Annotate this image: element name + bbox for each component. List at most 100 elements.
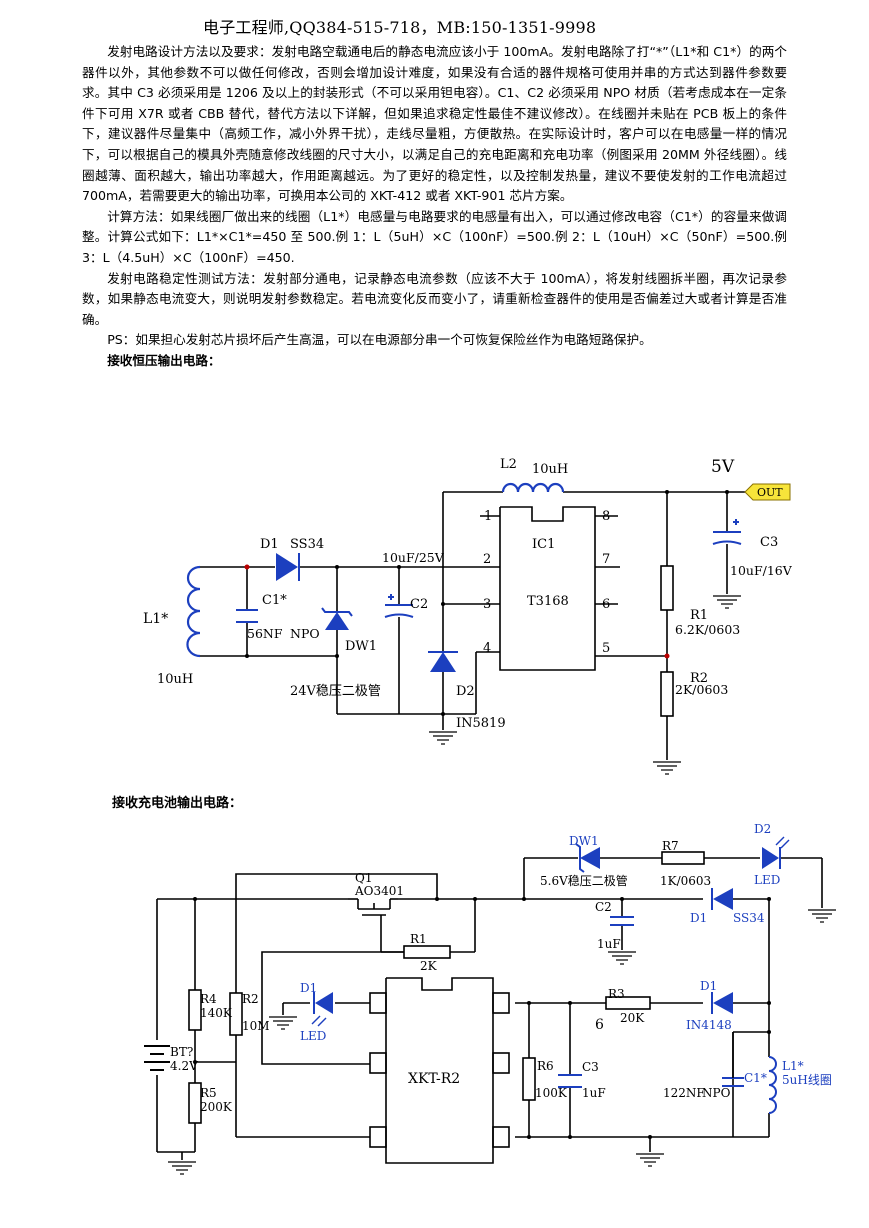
ground-symbol — [652, 761, 682, 775]
junction-dot — [767, 1030, 771, 1034]
resistor-r1 — [660, 565, 674, 611]
label-zener-note: 5.6V稳压二极管 — [540, 873, 628, 888]
label-ic1: IC1 — [532, 537, 555, 552]
resistor-r3 — [605, 996, 651, 1010]
junction-dot — [665, 490, 669, 494]
label-c2: C2 — [595, 900, 612, 914]
junction-dot — [522, 897, 526, 901]
label-r5-value: 200K — [200, 1100, 233, 1114]
junction-dot — [527, 1135, 531, 1139]
battery-bt — [144, 1045, 170, 1071]
label-r2: R2 — [690, 671, 708, 686]
label-pin8: 8 — [602, 509, 610, 524]
label-pin3: 3 — [483, 597, 491, 612]
label-5v: 5V — [711, 457, 735, 477]
label-cap-rating: 10uF/25V — [382, 550, 445, 565]
label-r2-value: 10M — [242, 1019, 270, 1033]
label-q1-part: AO3401 — [354, 884, 404, 898]
resistor-r1-charger — [403, 945, 451, 959]
resistor-r6 — [522, 1057, 536, 1101]
paragraph-ps-note: PS：如果担心发射芯片损坏后产生高温，可以在电源部分串一个可恢复保险丝作为电路短… — [107, 332, 652, 348]
label-dw1: DW1 — [569, 834, 599, 848]
label-pin4: 4 — [483, 641, 491, 656]
label-npo: NPO — [702, 1086, 731, 1100]
junction-dot — [245, 654, 249, 658]
junction-dot — [244, 564, 250, 570]
label-d1-in4148-part: IN4148 — [686, 1018, 732, 1032]
label-r1-value: 6.2K/0603 — [675, 622, 740, 637]
label-r6: R6 — [537, 1059, 554, 1073]
label-dw1: DW1 — [345, 639, 377, 654]
label-pin7: 7 — [602, 552, 610, 567]
paragraph-design-requirements: 发射电路设计方法以及要求：发射电路空载通电后的静态电流应该小于 100mA。发射… — [82, 44, 787, 204]
resistor-r2-charger — [229, 992, 243, 1036]
label-led-d2: LED — [754, 873, 780, 887]
label-r1-value: 2K — [420, 959, 438, 973]
label-r7: R7 — [662, 839, 679, 853]
circuit1-labels: L2 10uH 5V OUT D1 SS34 10uF/25V IC1 T316… — [143, 457, 793, 731]
label-r7-value: 1K/0603 — [660, 874, 711, 888]
label-zener-note: 24V稳压二极管 — [290, 683, 381, 699]
capacitor-c2-charger — [610, 916, 634, 926]
junction-dot — [527, 1001, 531, 1005]
diode-d1 — [276, 553, 300, 581]
label-d1-led: D1 — [300, 981, 317, 995]
circuit2-wires — [156, 857, 823, 1160]
label-ic1-part: T3168 — [527, 594, 569, 609]
body-text: 发射电路设计方法以及要求：发射电路空载通电后的静态电流应该小于 100mA。发射… — [82, 42, 787, 372]
label-d1-ss34: D1 — [690, 911, 707, 925]
circuit2-labels: DW1 5.6V稳压二极管 R7 1K/0603 D2 LED Q1 AO340… — [170, 822, 832, 1114]
paragraph-calculation: 计算方法：如果线圈厂做出来的线圈（L1*）电感量与电路要求的电感量有出入，可以通… — [82, 208, 787, 265]
ground-symbol — [268, 1016, 298, 1030]
label-pin5: 5 — [602, 641, 610, 656]
label-d2-part: IN5819 — [456, 716, 506, 731]
capacitor-c1 — [236, 609, 258, 623]
label-r3-value: 20K — [620, 1011, 645, 1025]
resistor-r5 — [188, 1082, 202, 1124]
label-pin6: 6 — [602, 597, 610, 612]
label-r2: R2 — [242, 992, 259, 1006]
label-r4: R4 — [200, 992, 217, 1006]
resistor-r2 — [660, 671, 674, 717]
label-r5: R5 — [200, 1086, 217, 1100]
junction-dot — [620, 897, 624, 901]
label-d2: D2 — [754, 822, 771, 836]
label-c1: C1* — [262, 593, 287, 608]
junction-dot — [568, 1001, 572, 1005]
junction-dot — [193, 897, 197, 901]
section2-title: 接收充电池输出电路： — [112, 796, 243, 811]
label-six: 6 — [595, 1017, 604, 1033]
label-l1: L1* — [782, 1059, 804, 1073]
inductor-l1-charger — [768, 1056, 777, 1114]
label-c2-value: 1uF — [597, 937, 621, 951]
label-c3: C3 — [582, 1060, 599, 1074]
resistor-r7 — [661, 851, 705, 865]
circuit1-wires — [200, 491, 745, 760]
label-bt-value: 4.2V — [170, 1059, 198, 1073]
label-ic: XKT-R2 — [408, 1071, 460, 1087]
junction-dot — [397, 565, 401, 569]
label-r3: R3 — [608, 987, 625, 1001]
label-r4-value: 140K — [200, 1006, 233, 1020]
junction-dot — [648, 1135, 652, 1139]
junction-dot — [441, 712, 445, 716]
section1-title: 接收恒压输出电路： — [107, 352, 221, 368]
mosfet-q1 — [348, 898, 398, 916]
label-l2-value: 10uH — [532, 462, 568, 477]
ic1-chip — [480, 506, 618, 671]
label-l1-value: 5uH线圈 — [782, 1073, 832, 1087]
junction-dot — [335, 654, 339, 658]
zener-dw1 — [321, 607, 353, 630]
label-npo: NPO — [290, 626, 320, 641]
label-out: OUT — [757, 486, 783, 499]
label-c1-value: 122NF — [663, 1086, 705, 1100]
diode-d1-ss34 — [711, 888, 733, 910]
ground-symbol — [167, 1161, 197, 1175]
label-d1-in4148: D1 — [700, 979, 717, 993]
ground-symbol — [428, 731, 458, 745]
label-bt: BT? — [170, 1045, 193, 1059]
ground-symbol — [712, 595, 742, 609]
label-pin2: 2 — [483, 552, 491, 567]
ground-symbol — [635, 1153, 665, 1167]
